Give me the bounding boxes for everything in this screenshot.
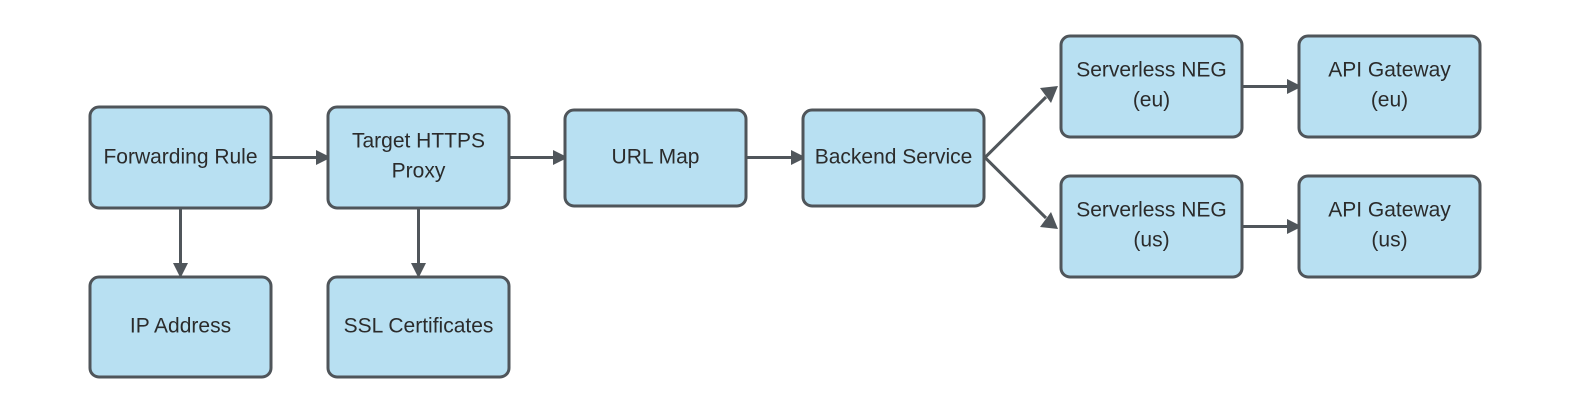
node-label-line-2: (us) [1133, 229, 1169, 252]
node-label-line-1: Serverless NEG [1076, 59, 1227, 82]
edge-serverless-neg-us-to-api-gateway-us [1243, 219, 1302, 234]
edge-line [983, 95, 1048, 159]
node-label-line-2: (eu) [1133, 89, 1170, 112]
edge-layer [173, 79, 1302, 278]
node-layer: Forwarding Rule Target HTTPS Proxy URL M… [88, 34, 1482, 379]
arrowhead-icon [553, 150, 568, 165]
edge-target-https-proxy-to-ssl-certificates [411, 209, 426, 278]
node-label-line-2: (eu) [1371, 89, 1408, 112]
node-box[interactable] [326, 275, 511, 379]
node-url-map[interactable]: URL Map [563, 108, 748, 208]
node-label: IP Address [130, 315, 231, 338]
node-label-line-1: Serverless NEG [1076, 199, 1227, 222]
node-label-line-2: (us) [1371, 229, 1407, 252]
node-serverless-neg-eu[interactable]: Serverless NEG (eu) [1059, 34, 1244, 139]
arrowhead-icon [1040, 212, 1058, 229]
node-box[interactable] [801, 108, 986, 208]
node-label-line-1: Target HTTPS [352, 130, 485, 153]
edge-backend-service-to-serverless-neg-us [983, 156, 1058, 229]
edge-url-map-to-backend-service [747, 150, 806, 165]
node-forwarding-rule[interactable]: Forwarding Rule [88, 105, 273, 210]
node-box[interactable] [1059, 174, 1244, 279]
node-serverless-neg-us[interactable]: Serverless NEG (us) [1059, 174, 1244, 279]
arrowhead-icon [1287, 79, 1302, 94]
arrowhead-icon [1287, 219, 1302, 234]
arrowhead-icon [791, 150, 806, 165]
node-label-line-2: Proxy [392, 160, 446, 183]
node-ssl-certificates[interactable]: SSL Certificates [326, 275, 511, 379]
edge-backend-service-to-serverless-neg-eu [983, 86, 1058, 159]
arrowhead-icon [316, 150, 331, 165]
node-box[interactable] [563, 108, 748, 208]
node-box[interactable] [88, 105, 273, 210]
edge-forwarding-rule-to-ip-address [173, 209, 188, 278]
node-box[interactable] [1297, 34, 1482, 139]
node-api-gateway-us[interactable]: API Gateway (us) [1297, 174, 1482, 279]
node-ip-address[interactable]: IP Address [88, 275, 273, 379]
node-box[interactable] [88, 275, 273, 379]
node-box[interactable] [1059, 34, 1244, 139]
node-label: SSL Certificates [344, 315, 494, 338]
edge-forwarding-rule-to-target-https-proxy [272, 150, 331, 165]
arrowhead-icon [1040, 86, 1058, 103]
edge-line [983, 156, 1048, 220]
node-label-line-1: API Gateway [1328, 199, 1451, 222]
edge-target-https-proxy-to-url-map [510, 150, 568, 165]
arrowhead-icon [173, 263, 188, 278]
node-box[interactable] [1297, 174, 1482, 279]
edge-serverless-neg-eu-to-api-gateway-eu [1243, 79, 1302, 94]
node-api-gateway-eu[interactable]: API Gateway (eu) [1297, 34, 1482, 139]
node-label: URL Map [612, 146, 700, 169]
node-label: Forwarding Rule [103, 146, 257, 169]
node-label-line-1: API Gateway [1328, 59, 1451, 82]
node-backend-service[interactable]: Backend Service [801, 108, 986, 208]
node-box[interactable] [326, 105, 511, 210]
node-target-https-proxy[interactable]: Target HTTPS Proxy [326, 105, 511, 210]
arrowhead-icon [411, 263, 426, 278]
node-label: Backend Service [815, 146, 973, 169]
